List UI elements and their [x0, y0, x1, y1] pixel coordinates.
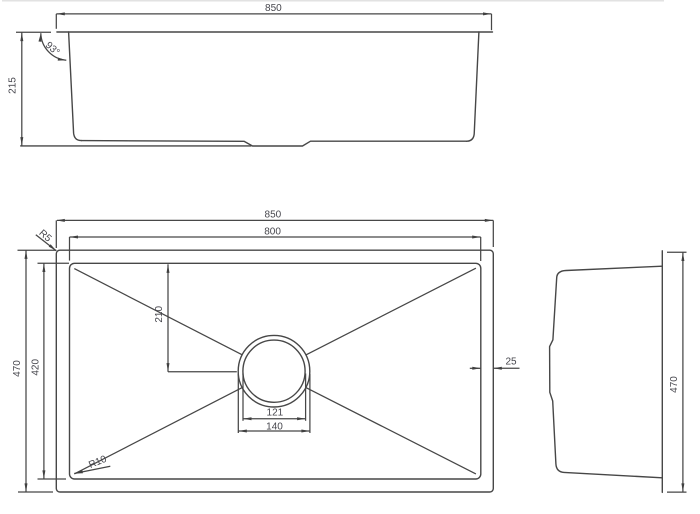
svg-text:215: 215 — [7, 77, 18, 94]
svg-text:470: 470 — [669, 376, 680, 393]
svg-text:850: 850 — [265, 210, 282, 221]
svg-text:25: 25 — [505, 357, 517, 368]
svg-text:470: 470 — [12, 360, 23, 377]
svg-text:140: 140 — [266, 421, 283, 432]
svg-text:420: 420 — [31, 359, 42, 376]
svg-text:121: 121 — [267, 408, 284, 419]
svg-text:210: 210 — [154, 306, 165, 323]
svg-text:850: 850 — [265, 3, 282, 14]
svg-text:800: 800 — [264, 226, 281, 237]
